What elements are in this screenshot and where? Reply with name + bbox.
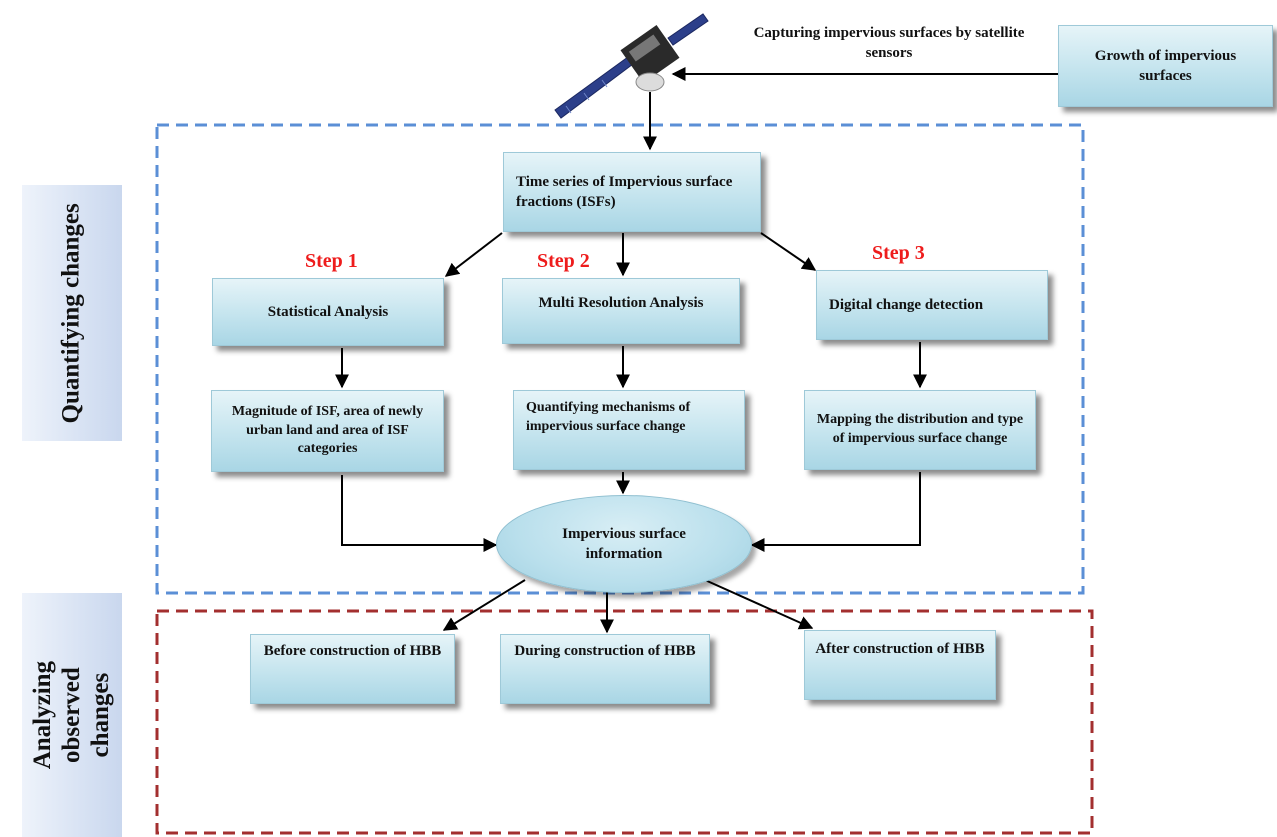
multi-resolution-box: Multi Resolution Analysis	[502, 278, 740, 344]
step-2-label: Step 2	[537, 250, 590, 272]
side-label-quantifying-text: Quantifying changes	[57, 202, 85, 424]
side-label-quantifying: Quantifying changes	[22, 185, 122, 441]
time-series-box: Time series of Impervious surface fracti…	[503, 152, 761, 232]
step-3-label: Step 3	[872, 242, 925, 264]
satellite-icon	[554, 13, 709, 119]
mapping-box: Mapping the distribution and type of imp…	[804, 390, 1036, 470]
quantifying-frame	[155, 123, 1085, 595]
digital-change-box: Digital change detection	[816, 270, 1048, 340]
analyzing-frame	[155, 609, 1094, 835]
quantifying-mechanisms-box: Quantifying mechanisms of impervious sur…	[513, 390, 745, 470]
capture-caption: Capturing impervious surfaces by satelli…	[753, 25, 1025, 61]
before-construction-box: Before construction of HBB	[250, 634, 455, 704]
during-construction-box: During construction of HBB	[500, 634, 710, 704]
after-construction-box: After construction of HBB	[804, 630, 996, 700]
statistical-analysis-box: Statistical Analysis	[212, 278, 444, 346]
growth-box: Growth of impervious surfaces	[1058, 25, 1273, 107]
side-label-analyzing-text: Analyzing observed changes	[28, 660, 114, 770]
magnitude-box: Magnitude of ISF, area of newly urban la…	[211, 390, 444, 472]
step-1-label: Step 1	[305, 250, 358, 272]
impervious-info-ellipse: Impervious surface information	[496, 495, 752, 593]
side-label-analyzing: Analyzing observed changes	[22, 593, 122, 837]
